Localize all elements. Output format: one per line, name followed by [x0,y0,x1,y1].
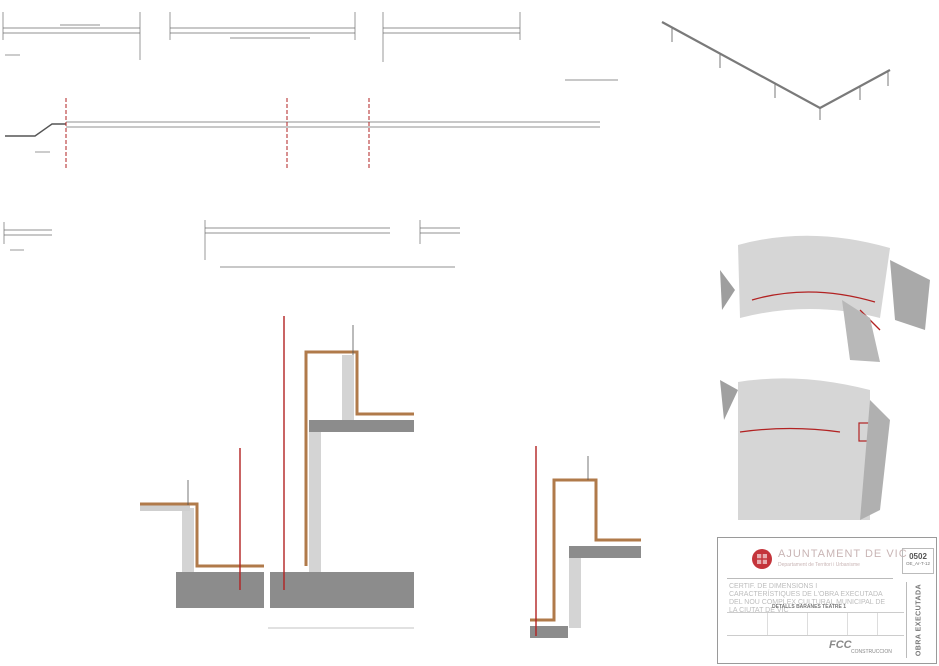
elevation-2 [5,121,600,153]
section-details [140,316,641,638]
elevation-1a [2,12,141,60]
elevation-1c [382,12,618,81]
info-grid [727,612,904,636]
department-name: Departament de Territori i Urbanisme [778,562,860,568]
elevation-3b [204,220,455,268]
axonometric-railing [661,21,891,120]
organization-name: AJUNTAMENT DE VIC [778,548,908,560]
sheet-box: 0502 OE_Ar-T-12 [902,548,934,574]
contractor-division: CONSTRUCCION [851,649,892,655]
elevation-3c [419,220,460,244]
reference-lines [65,98,370,170]
sheet-code: OE_Ar-T-12 [905,561,930,566]
contractor-logo: FCC [829,639,852,651]
project-title: CERTIF. DE DIMENSIONS I CARACTERÍSTIQUES… [729,583,886,614]
drawing-title: DETALLS BARANES TEATRE 1 [772,604,846,610]
status-label: OBRA EXECUTADA [915,583,923,657]
sheet-number: 0502 [909,552,927,561]
title-block: AJUNTAMENT DE VIC Departament de Territo… [717,537,937,664]
city-seal-icon [752,549,772,569]
floor-plan-upper [720,235,930,370]
elevation-1b [169,12,356,40]
elevation-3a [3,222,52,251]
divider [727,578,893,579]
floor-plan-lower [720,374,928,524]
status-stamp: OBRA EXECUTADA [906,582,931,658]
